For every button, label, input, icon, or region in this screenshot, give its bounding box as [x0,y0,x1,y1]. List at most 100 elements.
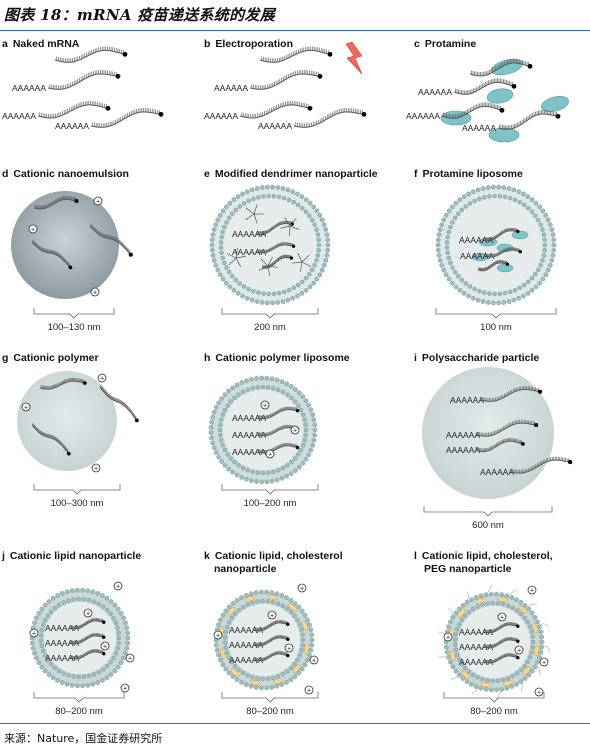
cationic-charge-sign: + [93,290,97,297]
lipid-head [246,673,250,677]
lipid-head [543,243,547,247]
lipid-head [436,248,440,252]
lipid-head [539,223,543,227]
lipid-head [259,590,263,594]
lipid-head [295,192,299,196]
lipid-head [40,665,44,669]
cationic-charge-sign: + [530,588,534,595]
lipid-head [461,603,465,607]
lipid-head [240,381,244,385]
lipid-head [227,671,231,675]
lipid-head [523,676,527,680]
lipid-head [256,600,260,604]
lipid-head [266,471,270,475]
lipid-head [77,597,81,601]
lipid-head [281,186,285,190]
lipid-head [536,218,540,222]
lipid-head [550,258,554,262]
cationic-charge-sign: + [446,635,450,642]
lipid-head [219,459,223,463]
lipid-head [494,688,498,692]
lipid-head [86,683,90,687]
lipid-head [223,641,227,645]
panel-c-label: Protamine [425,38,477,50]
figure-header: 图表 18：mRNA 疫苗递送系统的发展 [0,0,590,31]
lipid-head [241,466,245,470]
lipid-head [47,672,51,676]
lipid-head [221,209,225,213]
lipid-head [51,596,55,600]
lipid-head [530,669,534,673]
lipid-head [511,606,515,610]
lipid-head [300,206,304,210]
five-prime-cap [286,654,289,657]
mrna-strand: AAAAAA [2,101,110,121]
lipid-head [310,638,314,642]
lipid-head [32,651,36,655]
lipid-head [34,656,38,660]
lipid-head [229,457,233,461]
figure-footer: 来源：Nature，国金证券研究所 [0,723,590,754]
lipid-head [507,186,511,190]
lipid-head [312,205,316,209]
lipid-head [241,605,245,609]
lipid-head [486,185,490,189]
lipid-head [442,268,446,272]
lipid-head [309,628,313,632]
lipid-head [446,251,450,255]
lipid-head [116,626,120,630]
lipid-head [229,399,233,403]
lipid-head [300,194,304,198]
lipid-head [37,661,41,665]
lipid-head [304,423,308,427]
peg-chain [541,624,549,627]
lipid-head [313,423,317,427]
lipid-head [477,289,481,293]
lipid-head [31,646,35,650]
lipid-head [517,190,521,194]
lipid-head [482,195,486,199]
lipid-head [227,620,231,624]
lipid-head [228,201,232,205]
lipid-head [530,198,534,202]
lipid-head [256,471,260,475]
cationic-charge-sign: + [270,613,274,620]
lipid-head [442,218,446,222]
lipid-head [265,480,269,484]
lipid-head [315,277,319,281]
lipid-head [526,280,530,284]
size-bracket [424,506,552,516]
lipid-head [212,410,216,414]
lipid-head [212,258,216,262]
lipid-head [445,246,449,250]
lipid-head [271,470,275,474]
lipid-head [246,468,250,472]
lipid-head [322,263,326,267]
lipid-head [221,443,225,447]
cationic-charge-sign: + [268,452,272,459]
lipid-head [57,669,61,673]
lipid-head [304,457,308,461]
lipid-head [60,680,64,684]
lipid-head [448,225,452,229]
lipid-head [264,590,268,594]
lipid-head [480,677,484,681]
lipid-head [72,674,76,678]
lipid-head [43,669,47,673]
lipid-head [241,671,245,675]
five-prime-cap [83,381,87,385]
lipid-head [523,616,527,620]
size-label: 100–200 nm [244,498,297,509]
lipid-head [533,214,537,218]
lipid-head [282,290,286,294]
lipid-head [530,210,534,214]
lipid-head [322,223,326,227]
lipid-head [304,428,308,432]
lipid-head [304,210,308,214]
peg-chain [537,667,540,675]
lipid-head [224,205,228,209]
lipid-head [326,248,330,252]
